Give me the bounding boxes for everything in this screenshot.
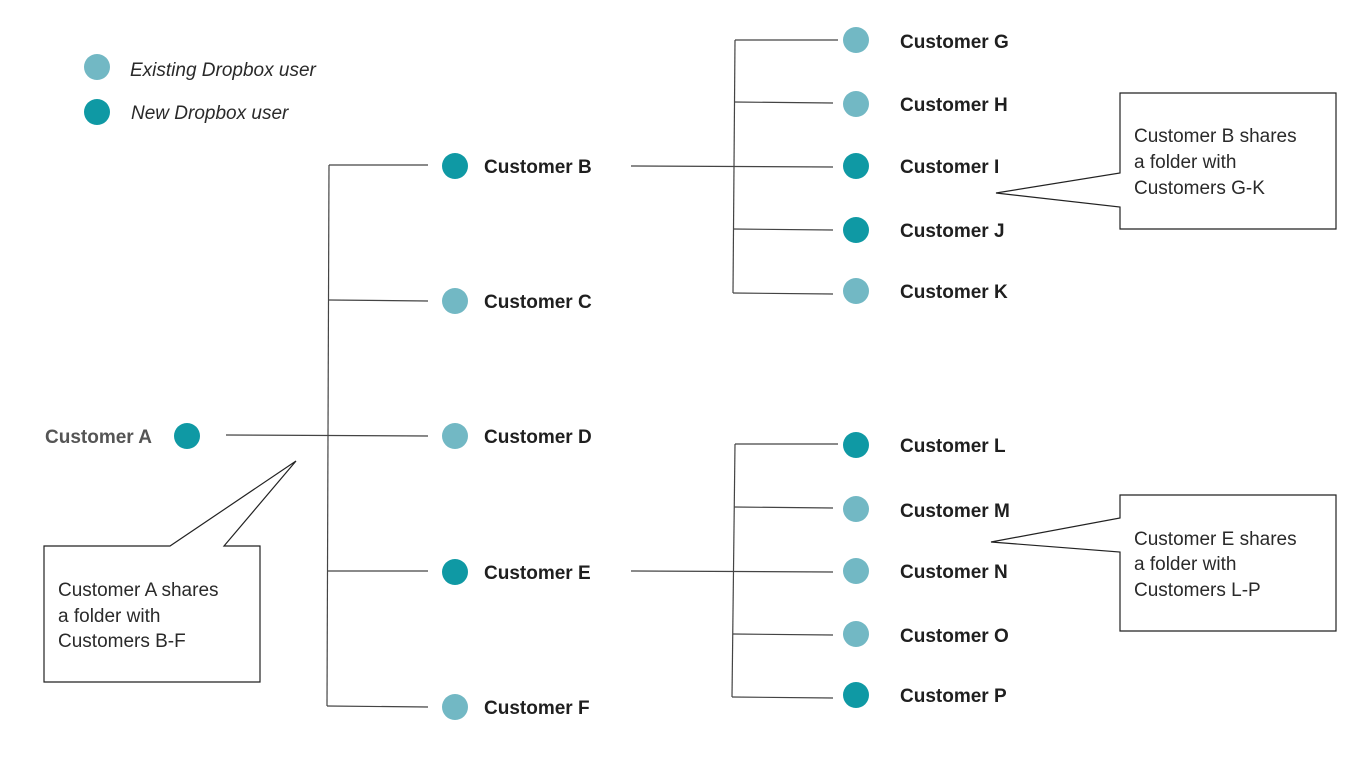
edge-root-to-trunk xyxy=(225,434,429,437)
node-dot xyxy=(442,288,468,314)
node-label: Customer C xyxy=(484,292,592,313)
edge-to-customer-c xyxy=(328,299,429,302)
edge-to-customer-f xyxy=(326,705,429,708)
node-dot xyxy=(843,27,869,53)
callout-line-1: Customer A shares xyxy=(58,580,219,601)
trunk-level1 xyxy=(326,164,330,707)
node-dot xyxy=(843,621,869,647)
node-dot xyxy=(843,153,869,179)
callout-line-1: Customer E shares xyxy=(1134,529,1297,550)
callout-line-3: Customers L-P xyxy=(1134,580,1261,601)
node-label: Customer N xyxy=(900,562,1008,583)
node-customer-i: Customer I xyxy=(843,153,999,179)
node-customer-g: Customer G xyxy=(843,27,1009,53)
node-label: Customer K xyxy=(900,282,1008,303)
legend-new-label: New Dropbox user xyxy=(131,103,289,124)
node-label: Customer M xyxy=(900,501,1010,522)
node-dot xyxy=(843,91,869,117)
trunk-group-b xyxy=(732,39,736,294)
trunk-group-e xyxy=(731,443,736,698)
edge-b-to-trunk xyxy=(630,165,834,168)
node-dot xyxy=(442,559,468,585)
node-dot xyxy=(174,423,200,449)
legend-existing-label: Existing Dropbox user xyxy=(130,60,317,81)
callout-line-1: Customer B shares xyxy=(1134,126,1297,147)
node-label: Customer B xyxy=(484,157,592,178)
node-label: Customer F xyxy=(484,698,590,719)
edge-e-to-trunk xyxy=(630,570,834,573)
edge-to-customer-m xyxy=(733,506,834,509)
callout-line-2: a folder with xyxy=(58,606,160,627)
node-customer-n: Customer N xyxy=(843,558,1008,584)
node-dot xyxy=(843,682,869,708)
node-label: Customer L xyxy=(900,436,1006,457)
legend-existing-swatch xyxy=(84,54,110,80)
callout-customer-e: Customer E shares a folder with Customer… xyxy=(990,494,1337,632)
callout-bubble xyxy=(43,460,297,683)
node-customer-k: Customer K xyxy=(843,278,1008,304)
edge-to-customer-o xyxy=(732,633,834,636)
node-label: Customer G xyxy=(900,32,1009,53)
node-label: Customer E xyxy=(484,563,591,584)
edge-to-customer-k xyxy=(732,292,834,295)
callout-bubble xyxy=(995,92,1337,230)
edge-to-customer-h xyxy=(733,101,834,104)
node-customer-a: Customer A xyxy=(45,423,200,449)
node-dot xyxy=(442,694,468,720)
node-label: Customer O xyxy=(900,626,1009,647)
node-dot xyxy=(843,278,869,304)
node-customer-b: Customer B xyxy=(442,153,592,179)
node-label: Customer D xyxy=(484,427,592,448)
callout-line-3: Customers G-K xyxy=(1134,178,1265,199)
callout-line-3: Customers B-F xyxy=(58,631,186,652)
node-customer-l: Customer L xyxy=(843,432,1006,458)
node-dot xyxy=(442,423,468,449)
node-label: Customer J xyxy=(900,221,1005,242)
node-label: Customer A xyxy=(45,427,152,448)
node-dot xyxy=(843,217,869,243)
node-dot xyxy=(843,432,869,458)
node-label: Customer I xyxy=(900,157,999,178)
node-customer-j: Customer J xyxy=(843,217,1005,243)
node-dot xyxy=(442,153,468,179)
edges-group-b xyxy=(630,39,838,295)
edges-group-e xyxy=(630,443,838,699)
edge-to-customer-j xyxy=(732,228,834,231)
edge-to-customer-p xyxy=(731,696,834,699)
edges-root xyxy=(225,164,429,708)
callout-customer-b: Customer B shares a folder with Customer… xyxy=(995,92,1337,230)
node-dot xyxy=(843,558,869,584)
node-customer-e: Customer E xyxy=(442,559,591,585)
node-customer-f: Customer F xyxy=(442,694,590,720)
node-customer-c: Customer C xyxy=(442,288,592,314)
node-customer-m: Customer M xyxy=(843,496,1010,522)
callout-line-2: a folder with xyxy=(1134,152,1236,173)
legend: Existing Dropbox user New Dropbox user xyxy=(84,54,317,125)
node-customer-d: Customer D xyxy=(442,423,592,449)
node-label: Customer P xyxy=(900,686,1007,707)
callout-customer-a: Customer A shares a folder with Customer… xyxy=(43,460,297,683)
callout-line-2: a folder with xyxy=(1134,554,1236,575)
node-customer-o: Customer O xyxy=(843,621,1009,647)
node-label: Customer H xyxy=(900,95,1008,116)
node-customer-h: Customer H xyxy=(843,91,1008,117)
legend-new-swatch xyxy=(84,99,110,125)
node-dot xyxy=(843,496,869,522)
callout-bubble xyxy=(990,494,1337,632)
node-customer-p: Customer P xyxy=(843,682,1007,708)
